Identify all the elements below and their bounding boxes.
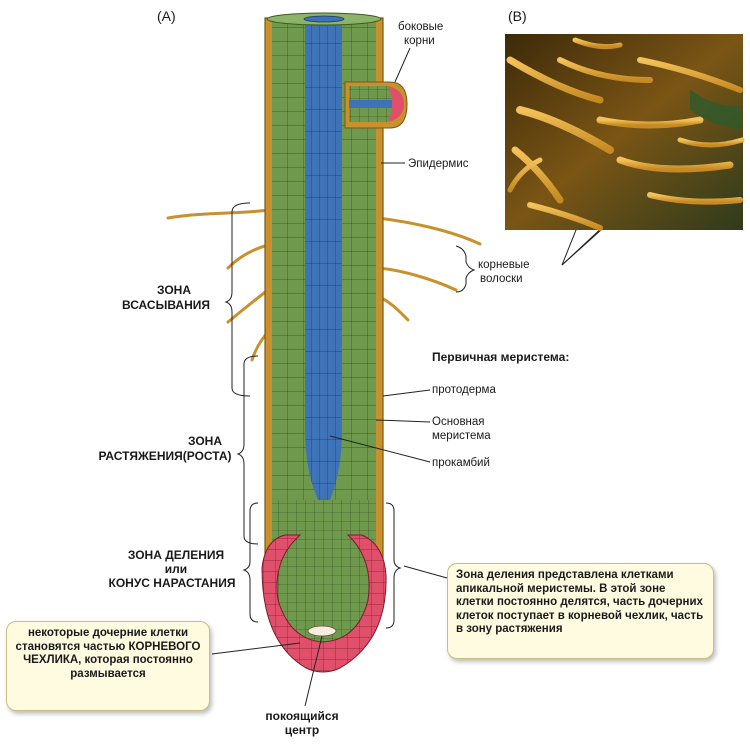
micrograph-photo <box>505 34 745 231</box>
label-root-hairs-2: волоски <box>480 273 523 285</box>
root-cap-callout: некоторые дочерние клетки становятся час… <box>6 621 210 711</box>
label-absorption-zone-2: ВСАСЫВАНИЯ <box>122 298 210 312</box>
label-absorption-zone-1: ЗОНА <box>157 283 191 297</box>
lateral-root <box>344 81 408 129</box>
label-lateral-roots-1: боковые <box>398 21 443 33</box>
label-division-zone-1: ЗОНА ДЕЛЕНИЯ <box>128 548 224 562</box>
label-epidermis: Эпидермис <box>408 158 469 170</box>
label-ground-meristem-1: Основная <box>432 416 485 428</box>
label-ground-meristem-2: меристема <box>432 430 491 442</box>
label-elongation-zone-1: ЗОНА <box>188 434 222 448</box>
label-primary-meristem: Первичная меристема: <box>432 350 569 364</box>
division-zone-callout: Зона деления представлена клетками апика… <box>447 563 714 659</box>
label-procambium: прокамбий <box>432 457 490 469</box>
label-quiescent-center-2: центр <box>285 723 320 737</box>
label-elongation-zone-2: РАСТЯЖЕНИЯ(РОСТА) <box>98 449 231 463</box>
quiescent-center-marker <box>307 625 337 637</box>
label-quiescent-center-1: покоящийся <box>265 709 338 723</box>
label-division-zone-3: КОНУС НАРАСТАНИЯ <box>109 576 236 590</box>
label-root-hairs-1: корневые <box>478 259 529 271</box>
label-protoderm: протодерма <box>432 384 496 396</box>
panel-label-b: (B) <box>508 8 527 24</box>
label-division-zone-2: или <box>165 562 187 576</box>
zone-braces <box>224 202 476 629</box>
panel-label-a: (A) <box>157 8 176 24</box>
label-lateral-roots-2: корни <box>404 35 435 47</box>
